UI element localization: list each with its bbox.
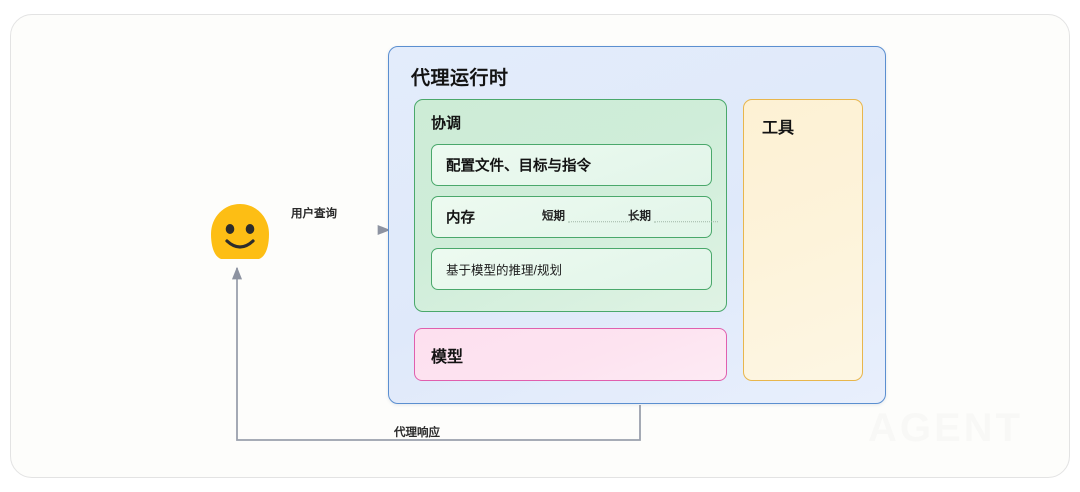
coordination-item-reasoning-label: 基于模型的推理/规划 xyxy=(446,263,562,278)
memory-subitem-long-term-label: 长期 xyxy=(628,210,651,223)
watermark-text: AGENT xyxy=(868,406,1023,450)
coordination-item-profile-label: 配置文件、目标与指令 xyxy=(446,158,591,175)
model-container: 模型 xyxy=(414,328,727,381)
memory-dotted-trail-long xyxy=(654,220,718,222)
tools-title: 工具 xyxy=(762,120,795,137)
agent-runtime-title: 代理运行时 xyxy=(411,68,509,89)
memory-subitem-long-term: 长期 xyxy=(628,211,718,223)
coordination-title: 协调 xyxy=(431,115,462,132)
memory-subitem-short-term: 短期 xyxy=(542,211,632,223)
agent-runtime-container: 代理运行时 协调 配置文件、目标与指令 内存 短期 长期 基于模型的推理/规划 … xyxy=(388,46,886,404)
coordination-item-reasoning: 基于模型的推理/规划 xyxy=(431,248,712,290)
user-avatar-blob-icon xyxy=(211,204,269,259)
tools-container: 工具 xyxy=(743,99,863,381)
connector-label-user-query: 用户查询 xyxy=(291,208,337,220)
coordination-container: 协调 配置文件、目标与指令 内存 短期 长期 基于模型的推理/规划 xyxy=(414,99,727,312)
memory-dotted-trail-short xyxy=(568,220,632,222)
memory-subitem-short-term-label: 短期 xyxy=(542,210,565,223)
model-title: 模型 xyxy=(431,348,464,366)
coordination-item-memory: 内存 短期 长期 xyxy=(431,196,718,238)
connector-label-agent-response: 代理响应 xyxy=(394,427,440,439)
coordination-item-memory-label: 内存 xyxy=(446,210,475,227)
coordination-item-profile: 配置文件、目标与指令 xyxy=(431,144,712,186)
